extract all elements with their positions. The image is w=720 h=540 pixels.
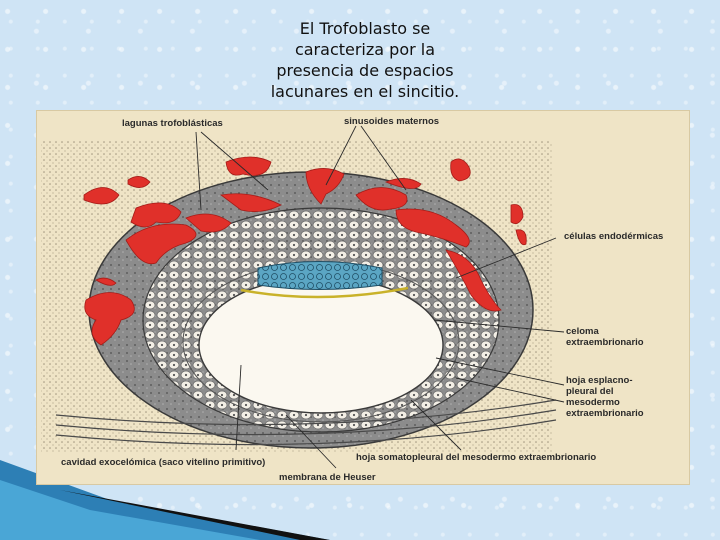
title-line-2: caracteriza por la [294,40,436,59]
label-celoma-2: extraembrionario [566,337,644,348]
trophoblastic-lacunae [83,156,527,346]
label-hoja-somatopleural: hoja somatopleural del mesodermo extraem… [356,452,597,463]
label-sinusoides: sinusoides maternos [344,116,440,127]
diagram-drawing [41,125,565,469]
label-lagunas: lagunas trofoblásticas [122,118,223,129]
label-membrana-heuser: membrana de Heuser [279,472,376,483]
label-hoja-esplac-2: pleural del [566,386,614,397]
label-celulas-endodermicas: células endodérmicas [564,231,664,242]
title-line-3: presencia de espacios [276,61,454,80]
embryo-diagram: lagunas trofoblásticas sinusoides matern… [36,110,690,485]
slide-title: El Trofoblasto se caracteriza por la pre… [210,18,520,102]
hypoblast-line [240,286,409,299]
title-line-4: lacunares en el sincitio. [270,82,460,101]
label-hoja-esplac-4: extraembrionario [566,408,644,419]
embryonic-disc [257,261,383,290]
label-hoja-esplac-3: mesodermo [566,397,620,408]
label-hoja-esplac-1: hoja esplacno- [566,375,633,386]
leader-lines [195,125,565,469]
title-line-1: El Trofoblasto se [299,19,431,38]
label-celoma-1: celoma [566,326,599,337]
corner-decoration [0,460,330,540]
label-cavidad-exocelomica: cavidad exocelómica (saco vitelino primi… [61,457,266,468]
